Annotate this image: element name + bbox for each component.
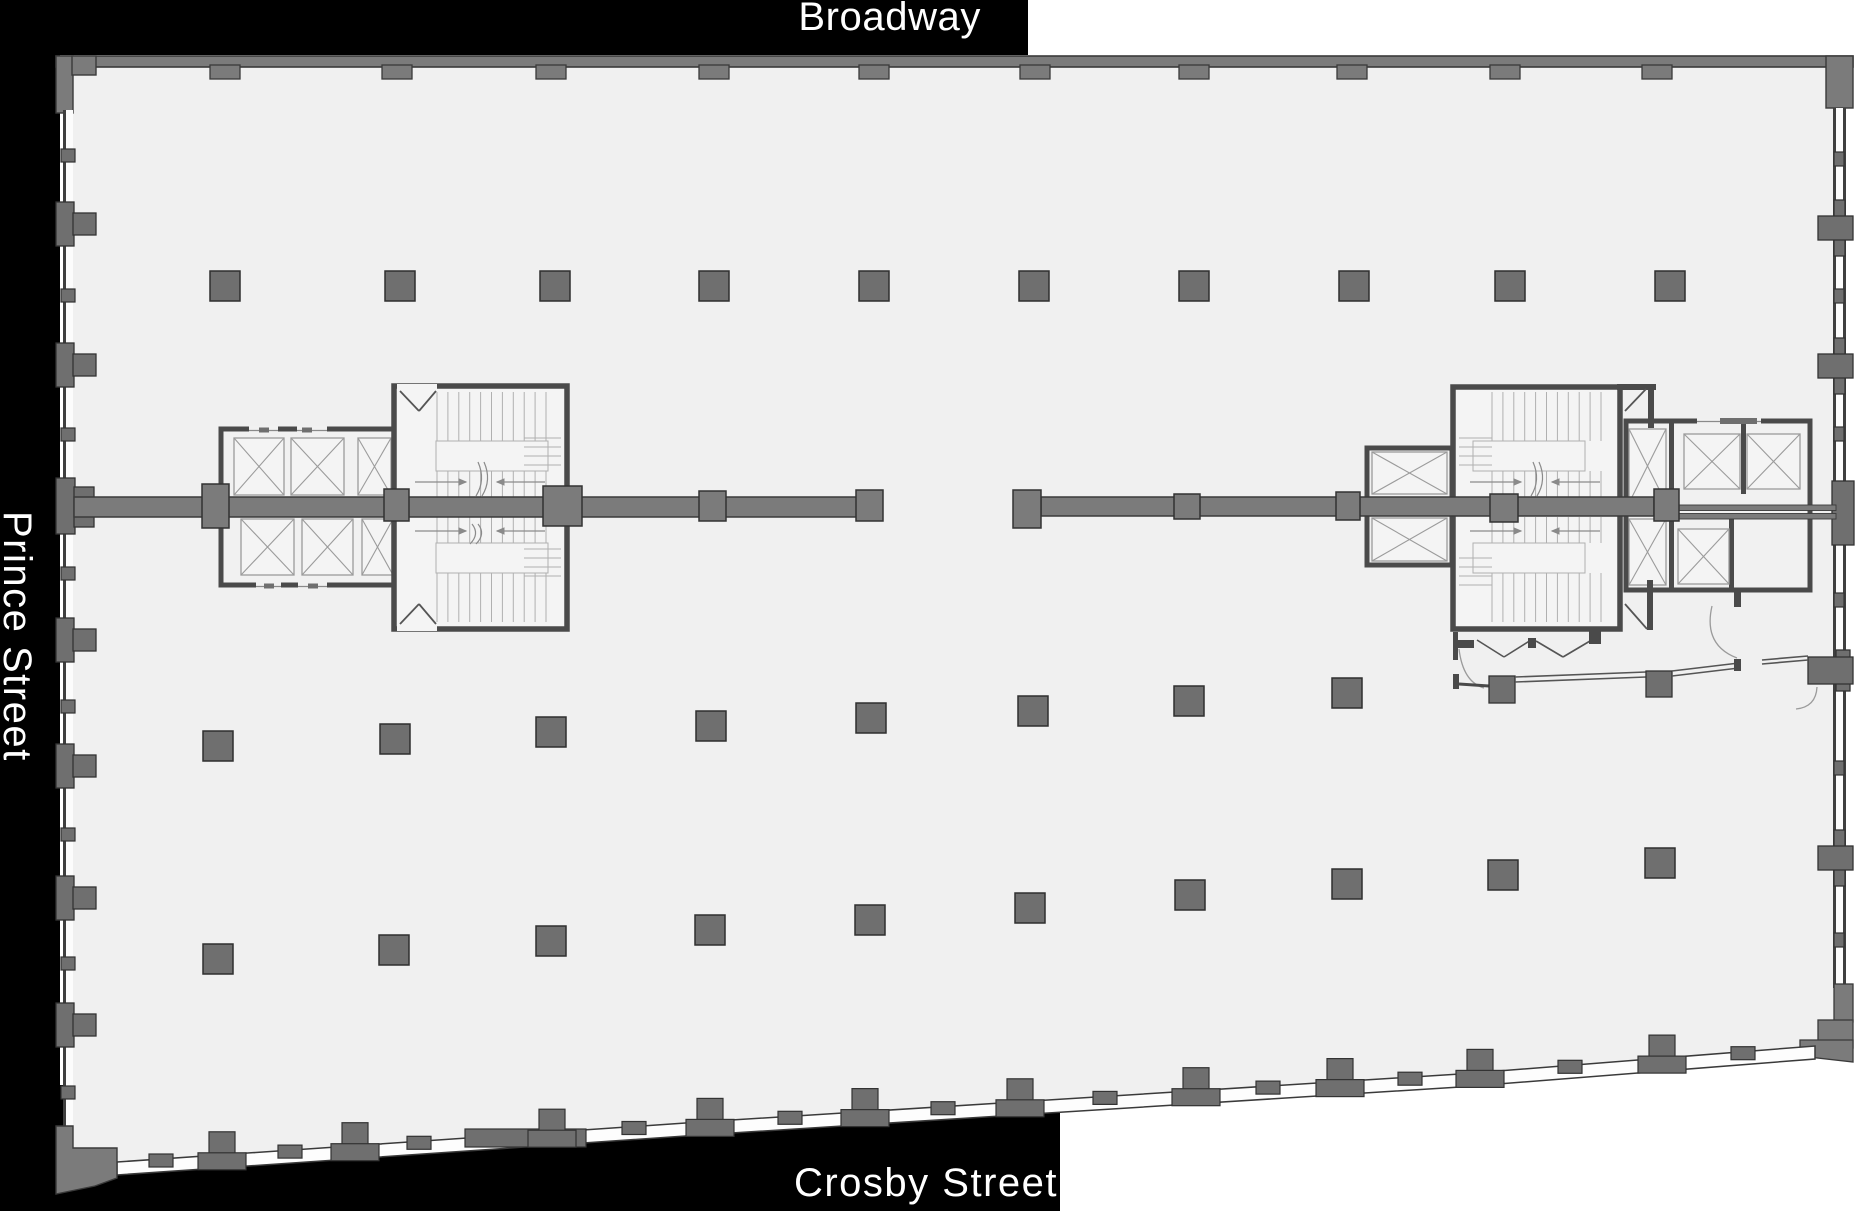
svg-text:Crosby Street: Crosby Street bbox=[794, 1161, 1058, 1205]
svg-text:Broadway: Broadway bbox=[798, 0, 981, 39]
svg-text:Prince Street: Prince Street bbox=[0, 511, 39, 762]
